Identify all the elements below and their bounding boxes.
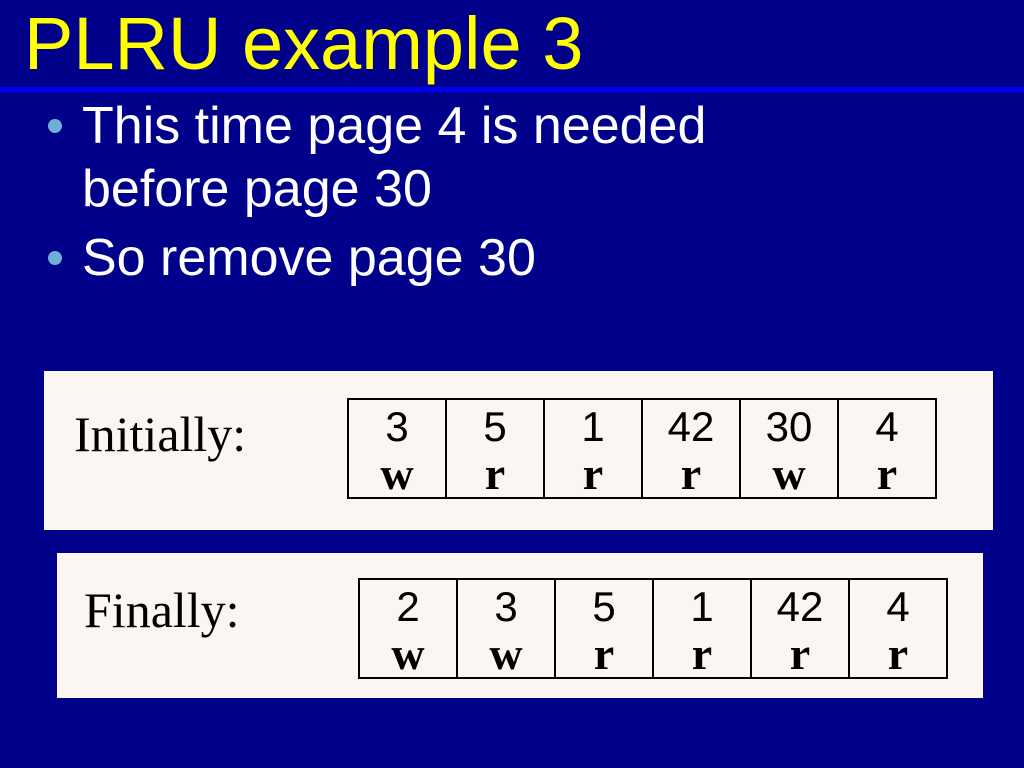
page-op: r (582, 447, 604, 499)
page-number: 3 (494, 582, 518, 630)
page-number: 4 (875, 402, 899, 450)
page-cell: 5 r (554, 578, 654, 679)
page-cell: 42 r (750, 578, 850, 679)
initially-panel: Initially: 3 w 5 r 1 r 42 r 30 w 4 r (44, 371, 993, 530)
finally-panel: Finally: 2 w 3 w 5 r 1 r 42 r 4 r (57, 553, 983, 698)
page-cell: 2 w (358, 578, 458, 679)
page-cell: 1 r (543, 398, 643, 499)
initially-page-table: 3 w 5 r 1 r 42 r 30 w 4 r (347, 398, 937, 499)
page-number: 5 (592, 582, 616, 630)
page-op: w (380, 447, 414, 499)
page-op: r (789, 627, 811, 679)
initially-label: Initially: (74, 406, 247, 462)
page-op: r (680, 447, 702, 499)
page-cell: 1 r (652, 578, 752, 679)
page-cell: 3 w (456, 578, 556, 679)
finally-label: Finally: (84, 582, 240, 638)
page-cell: 3 w (347, 398, 447, 499)
page-number: 42 (667, 402, 715, 450)
page-op: w (489, 627, 523, 679)
bullet-item: So remove page 30 (48, 227, 868, 290)
slide-title: PLRU example 3 (24, 2, 584, 85)
bullet-text: This time page 4 is needed before page 3… (82, 97, 707, 218)
page-number: 42 (776, 582, 824, 630)
bullet-dot-icon (48, 119, 62, 133)
finally-page-table: 2 w 3 w 5 r 1 r 42 r 4 r (358, 578, 948, 679)
page-op: r (887, 627, 909, 679)
page-number: 3 (385, 402, 409, 450)
bullet-text: So remove page 30 (82, 229, 536, 287)
page-cell: 42 r (641, 398, 741, 499)
page-op: r (484, 447, 506, 499)
page-cell: 30 w (739, 398, 839, 499)
page-number: 1 (690, 582, 714, 630)
bullet-list: This time page 4 is needed before page 3… (48, 95, 888, 290)
page-op: r (593, 627, 615, 679)
page-op: w (772, 447, 806, 499)
bullet-item: This time page 4 is needed before page 3… (48, 95, 868, 221)
page-op: r (876, 447, 898, 499)
page-cell: 4 r (848, 578, 948, 679)
page-number: 1 (581, 402, 605, 450)
page-number: 4 (886, 582, 910, 630)
page-number: 30 (765, 402, 813, 450)
bullet-dot-icon (48, 251, 62, 265)
page-cell: 5 r (445, 398, 545, 499)
page-number: 2 (396, 582, 420, 630)
page-op: r (691, 627, 713, 679)
page-cell: 4 r (837, 398, 937, 499)
title-divider-line (0, 87, 1024, 92)
page-number: 5 (483, 402, 507, 450)
page-op: w (391, 627, 425, 679)
